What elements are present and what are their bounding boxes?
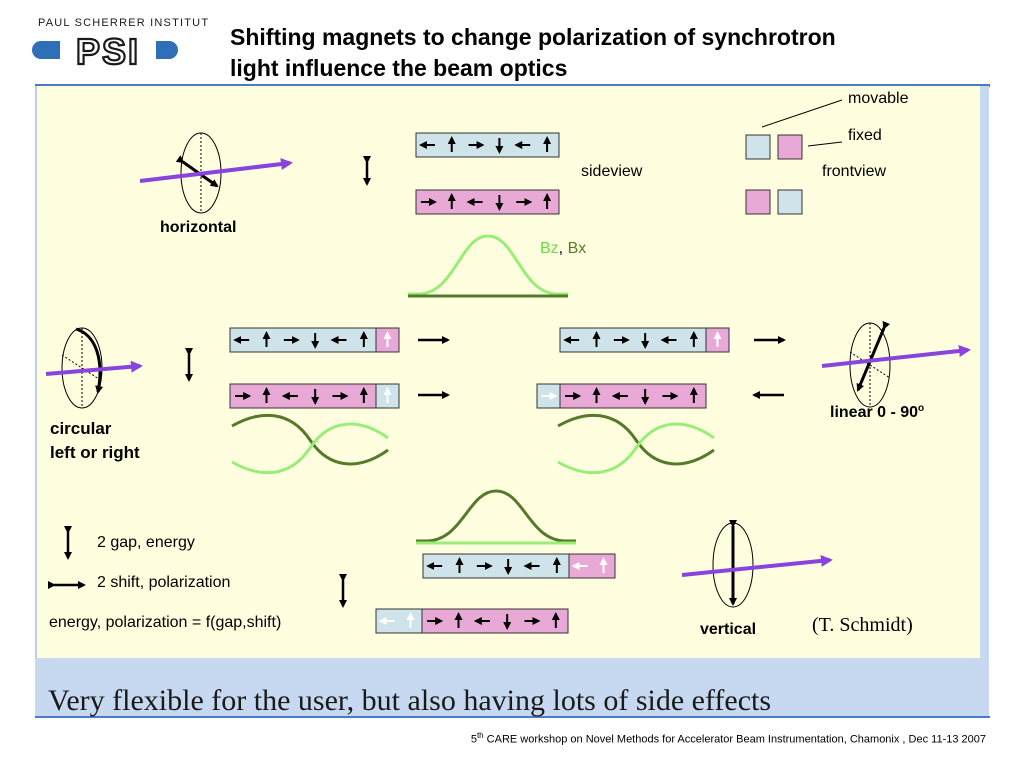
magnet-block <box>229 327 377 353</box>
legend-gap: 2 gap, energy <box>97 534 195 551</box>
fixed-label: fixed <box>848 127 882 144</box>
bottom-divider <box>35 716 990 718</box>
bx-label: Bx <box>568 240 587 257</box>
psi-logo: PSI <box>32 32 178 72</box>
linear-label: linear 0 - 90o <box>830 403 924 421</box>
magnet-block <box>559 327 707 353</box>
psi-logo-mark: PSI <box>76 32 140 72</box>
right-band <box>980 86 989 658</box>
legend-formula: energy, polarization = f(gap,shift) <box>49 614 281 631</box>
magnet-block <box>422 553 570 579</box>
vertical-label: vertical <box>700 621 756 638</box>
circular-sub-label: left or right <box>50 443 140 462</box>
magnet-block <box>421 608 569 634</box>
circular-label: circular <box>50 419 112 438</box>
bz-label: Bz <box>540 240 559 257</box>
svg-text:Bz, Bx: Bz, Bx <box>540 240 586 257</box>
top-divider <box>35 84 990 87</box>
magnet-block <box>415 132 560 158</box>
institute-name: PAUL SCHERRER INSTITUT <box>38 17 210 29</box>
movable-label: movable <box>848 90 909 107</box>
subtitle-band <box>35 658 989 718</box>
slide-subtitle: Very flexible for the user, but also hav… <box>48 684 772 717</box>
sideview-label: sideview <box>581 163 643 180</box>
credit-label: (T. Schmidt) <box>812 614 913 636</box>
magnet-block <box>559 383 707 409</box>
horizontal-label: horizontal <box>160 219 236 236</box>
magnet-block <box>229 383 377 409</box>
title-line-2: light influence the beam optics <box>230 55 568 81</box>
frontview-label: frontview <box>822 163 886 180</box>
footer-text: 5th CARE workshop on Novel Methods for A… <box>470 731 986 746</box>
magnet-block <box>415 189 560 215</box>
frontview-top <box>745 99 843 215</box>
legend-shift: 2 shift, polarization <box>97 574 230 591</box>
slide-title: Shifting magnets to change polarization … <box>230 22 1010 84</box>
title-line-1: Shifting magnets to change polarization … <box>230 24 836 50</box>
